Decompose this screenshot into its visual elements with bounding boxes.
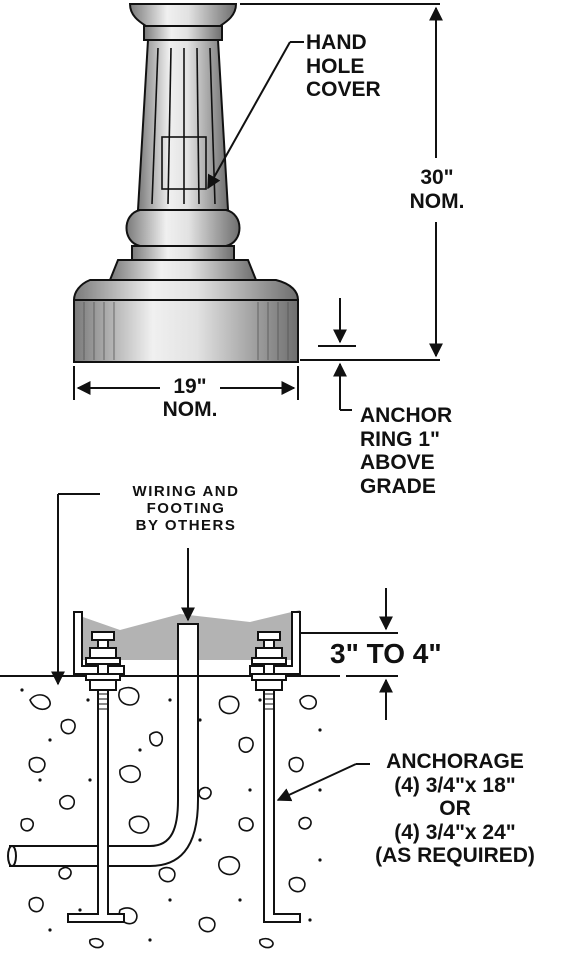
grout-depth-dimension xyxy=(300,588,398,720)
anchor-bolts xyxy=(67,631,301,923)
conduit-through-grout xyxy=(177,623,199,677)
conduit-end xyxy=(7,845,17,867)
anchorage-label: ANCHORAGE (4) 3/4"x 18" OR (4) 3/4"x 24"… xyxy=(375,750,535,868)
anchor-ring-dimension xyxy=(318,298,356,411)
base-step xyxy=(108,259,258,281)
grout-depth-label: 3" TO 4" xyxy=(330,638,442,669)
skirt-ribs xyxy=(83,302,289,360)
wiring-leaders xyxy=(51,493,195,686)
anchor-ring-label: ANCHOR RING 1" ABOVE GRADE xyxy=(360,404,453,498)
hand-hole-leader xyxy=(207,41,304,190)
anchor-ring-section xyxy=(73,611,301,675)
aggregate xyxy=(20,686,317,949)
base-capital xyxy=(128,3,238,27)
base-skirt xyxy=(73,299,299,363)
height-dimension xyxy=(240,3,443,361)
anchorage-leader xyxy=(276,763,370,802)
concrete-footing xyxy=(10,676,340,950)
hand-hole-cover xyxy=(161,136,207,190)
bolt-threads xyxy=(98,693,274,710)
wiring-label: WIRING AND FOOTING BY OTHERS xyxy=(132,483,240,534)
pole-base xyxy=(72,3,300,363)
base-neck xyxy=(131,245,235,261)
hand-hole-cover-label: HAND HOLE COVER xyxy=(306,31,381,102)
foundation xyxy=(0,610,340,950)
width-label: 19" NOM. xyxy=(162,375,218,421)
base-skirt-top xyxy=(72,279,300,301)
height-label: 30" NOM. xyxy=(396,166,478,214)
base-collar xyxy=(143,25,223,41)
base-torus xyxy=(125,209,241,247)
width-dimension xyxy=(73,366,299,400)
